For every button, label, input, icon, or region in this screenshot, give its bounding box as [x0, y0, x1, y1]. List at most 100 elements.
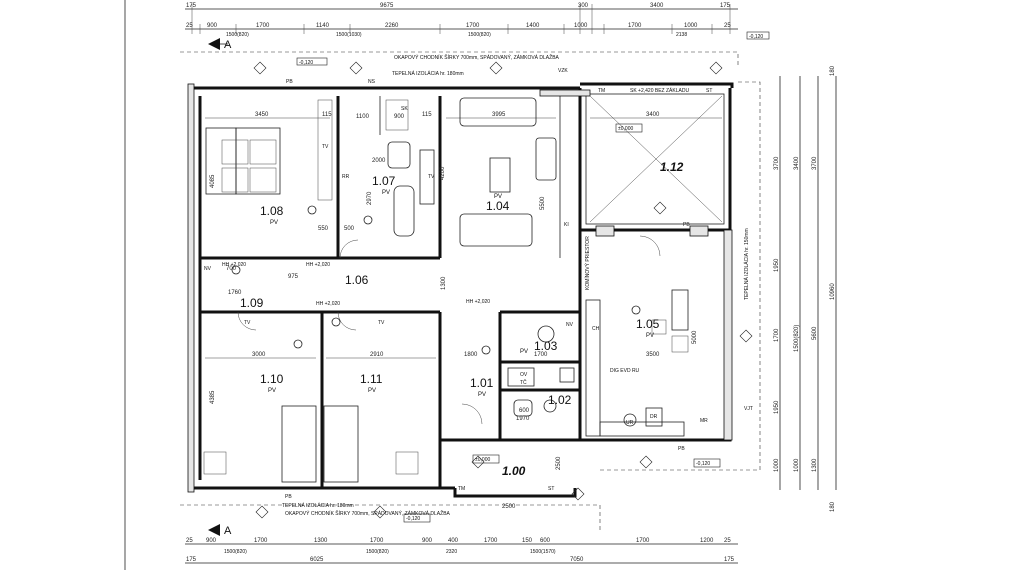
- svg-text:VZK: VZK: [558, 68, 568, 74]
- svg-text:TM: TM: [598, 88, 605, 94]
- desk: [203, 451, 227, 475]
- svg-text:MR: MR: [700, 418, 708, 424]
- svg-text:SK: SK: [401, 106, 408, 112]
- interior-walls: [198, 89, 733, 488]
- svg-text:1700: 1700: [774, 328, 780, 342]
- detector-icon: [331, 317, 341, 327]
- svg-text:3700: 3700: [774, 156, 780, 170]
- svg-text:1500(820): 1500(820): [468, 32, 491, 38]
- svg-text:1950: 1950: [774, 258, 780, 272]
- door-swing: [339, 239, 359, 259]
- svg-text:3400: 3400: [794, 156, 800, 170]
- svg-text:NV: NV: [566, 322, 574, 328]
- svg-text:180: 180: [830, 65, 836, 76]
- svg-text:400: 400: [448, 538, 459, 544]
- svg-text:4085: 4085: [210, 174, 216, 188]
- svg-text:ST: ST: [706, 88, 712, 94]
- svg-text:3500: 3500: [646, 352, 660, 358]
- svg-text:PB: PB: [286, 79, 293, 85]
- inner-dimensions: 3450 115 1100 900 115 3995 3400 2000 297…: [205, 112, 722, 470]
- toilet: [387, 141, 411, 169]
- room-code: PV: [368, 388, 376, 394]
- svg-text:300: 300: [578, 3, 589, 9]
- svg-text:2320: 2320: [446, 549, 457, 555]
- svg-text:2500: 2500: [502, 504, 516, 510]
- svg-text:1000: 1000: [684, 23, 698, 29]
- section-marker-icon: [208, 524, 220, 536]
- svg-text:7050: 7050: [570, 557, 584, 563]
- svg-text:±0,000: ±0,000: [475, 457, 490, 463]
- room-number: 1.09: [240, 296, 264, 310]
- room-number: 1.05: [636, 317, 660, 331]
- svg-text:1140: 1140: [316, 23, 330, 29]
- svg-text:1000: 1000: [574, 23, 588, 29]
- detector-icon: [481, 345, 491, 355]
- svg-text:900: 900: [422, 538, 433, 544]
- bathtub: [393, 185, 415, 237]
- svg-text:1800: 1800: [464, 352, 478, 358]
- svg-text:175: 175: [720, 3, 731, 9]
- room-number: 1.01: [470, 376, 494, 390]
- room-number: 1.03: [534, 339, 558, 353]
- door-swing: [461, 403, 483, 425]
- svg-text:1700: 1700: [484, 538, 498, 544]
- svg-text:1700: 1700: [254, 538, 268, 544]
- svg-text:KI: KI: [564, 222, 569, 228]
- svg-text:TV: TV: [428, 174, 435, 180]
- svg-text:1500(820): 1500(820): [794, 325, 800, 352]
- room-number: 1.11: [360, 372, 383, 386]
- svg-text:550: 550: [318, 226, 329, 232]
- svg-text:PB: PB: [683, 222, 690, 228]
- detector-icon: [231, 265, 241, 275]
- dryer: [645, 407, 663, 427]
- svg-text:A: A: [224, 39, 232, 51]
- svg-text:3450: 3450: [255, 112, 269, 118]
- sofa: [459, 97, 537, 127]
- svg-text:1700: 1700: [466, 23, 480, 29]
- svg-text:1500(1570): 1500(1570): [530, 549, 556, 555]
- svg-text:TČ: TČ: [520, 379, 527, 386]
- room-number: 1.04: [486, 199, 510, 213]
- svg-text:600: 600: [519, 408, 530, 414]
- svg-text:1500(820): 1500(820): [366, 549, 389, 555]
- svg-text:25: 25: [186, 23, 193, 29]
- exterior-walls: [187, 82, 734, 498]
- svg-text:900: 900: [206, 538, 217, 544]
- drip-band: -0,120 OKAPOVÝ CHODNÍK ŠÍRKY 700mm, SPÁD…: [180, 51, 761, 530]
- svg-text:115: 115: [422, 112, 432, 118]
- svg-text:-0,120: -0,120: [749, 34, 763, 40]
- desk: [395, 451, 419, 475]
- svg-text:TEPELNÁ IZOLÁCIA hr. 180mm: TEPELNÁ IZOLÁCIA hr. 180mm: [282, 502, 354, 509]
- svg-text:1000: 1000: [774, 458, 780, 472]
- room-number: 1.07: [372, 174, 396, 188]
- svg-text:3700: 3700: [812, 156, 818, 170]
- bed: [323, 405, 359, 483]
- svg-text:1700: 1700: [256, 23, 270, 29]
- svg-text:1700: 1700: [534, 352, 548, 358]
- detector-icon: [363, 215, 373, 225]
- svg-text:3995: 3995: [492, 112, 506, 118]
- svg-text:2000: 2000: [372, 158, 386, 164]
- svg-text:1300: 1300: [812, 458, 818, 472]
- svg-text:5500: 5500: [540, 196, 546, 210]
- svg-text:5000: 5000: [692, 330, 698, 344]
- svg-text:1760: 1760: [228, 290, 242, 296]
- svg-text:1300: 1300: [314, 538, 328, 544]
- svg-text:RR: RR: [342, 174, 350, 180]
- svg-text:175: 175: [724, 557, 735, 563]
- svg-text:KOMÍNOVÝ PRIESTOR: KOMÍNOVÝ PRIESTOR: [584, 236, 591, 290]
- room-number: 1.12: [660, 160, 684, 174]
- svg-text:2500: 2500: [556, 456, 562, 470]
- svg-text:1970: 1970: [516, 416, 530, 422]
- svg-text:700: 700: [226, 266, 237, 272]
- detector-icon: [293, 339, 303, 349]
- room-code: PV: [382, 190, 390, 196]
- detector-icon: [307, 205, 317, 215]
- sofa: [459, 213, 533, 247]
- door-swing: [639, 235, 661, 257]
- dining-table: [671, 289, 689, 331]
- kitchen-counter: [585, 299, 601, 437]
- room-number: 1.02: [548, 393, 572, 407]
- svg-text:-0,120: -0,120: [299, 60, 313, 66]
